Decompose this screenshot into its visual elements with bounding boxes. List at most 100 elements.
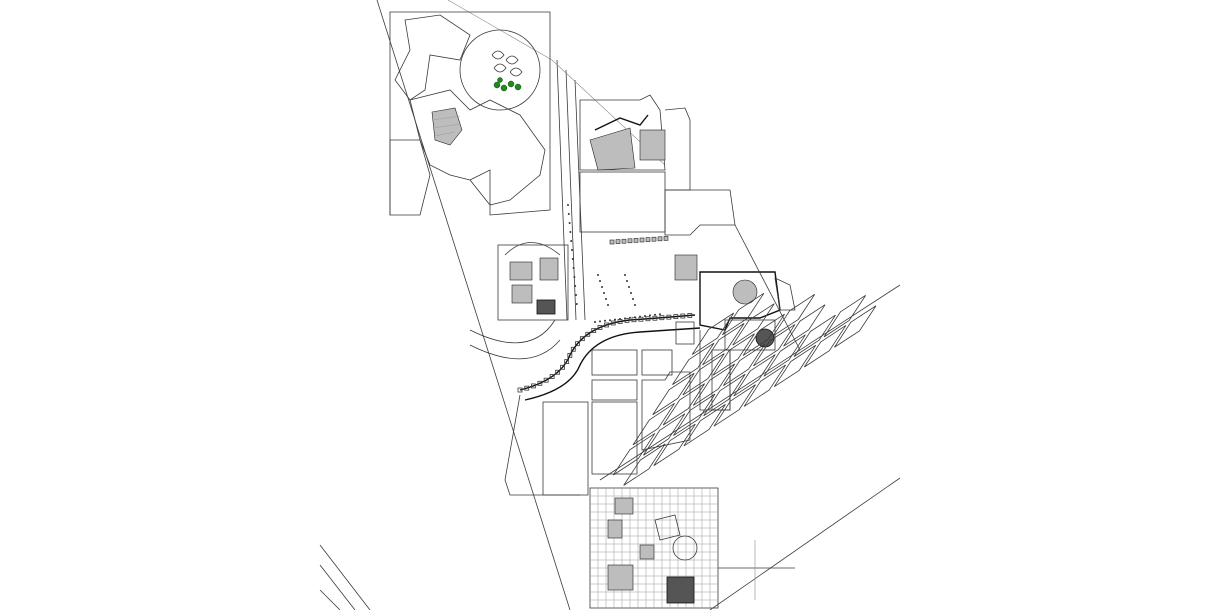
north-zone <box>389 11 551 216</box>
path-dot <box>605 298 607 300</box>
southwest-fragments <box>319 544 371 610</box>
street-block <box>691 312 735 355</box>
street-block <box>702 323 745 366</box>
street-block <box>743 364 786 407</box>
road-bead <box>567 352 573 358</box>
road-bead <box>659 315 665 321</box>
path-dot <box>599 280 601 282</box>
road-bead <box>645 316 651 322</box>
street-block <box>823 295 866 338</box>
road-bead <box>687 313 693 318</box>
road-bead <box>564 359 570 365</box>
path-bollard <box>633 238 639 243</box>
street-block <box>793 314 836 357</box>
path-dot <box>659 313 661 316</box>
street-block <box>623 443 666 486</box>
road-bead <box>631 317 637 323</box>
road-bead <box>524 385 530 391</box>
path-dot <box>601 286 603 288</box>
street-block <box>723 343 766 387</box>
path-dot <box>575 294 577 296</box>
dotted-paths <box>567 204 669 323</box>
street-block <box>763 334 806 377</box>
street-block <box>653 423 696 466</box>
road-bead <box>585 331 591 337</box>
street-block <box>682 353 725 396</box>
beaded-road <box>517 313 701 401</box>
path-dot <box>603 292 605 294</box>
path-dot <box>607 304 609 306</box>
path-dot <box>629 316 631 319</box>
grid-edge-street <box>599 284 901 481</box>
road-bead <box>624 317 630 323</box>
garden-pattern <box>491 50 523 77</box>
street-block <box>713 384 756 427</box>
tree-cluster <box>493 77 522 92</box>
street-block <box>732 303 775 346</box>
path-bollard <box>657 236 663 242</box>
road-bead <box>537 380 543 386</box>
road-bead <box>673 314 679 319</box>
path-dot <box>628 286 630 288</box>
path-dot <box>614 318 616 321</box>
diagonal-street-grid <box>599 284 901 610</box>
road-bead <box>591 328 597 333</box>
street-block <box>672 342 715 385</box>
path-dot <box>574 285 577 287</box>
road-bead <box>575 341 580 347</box>
path-dot <box>604 319 606 322</box>
south-blocks <box>504 321 731 496</box>
road-bead <box>604 322 609 328</box>
road-bead <box>610 320 616 326</box>
central-upper-block <box>579 94 691 233</box>
street-block <box>652 372 695 416</box>
path-bollard <box>609 239 615 245</box>
street-block <box>683 404 726 447</box>
road-bead <box>680 313 686 319</box>
path-dot <box>624 274 626 276</box>
street-block <box>712 333 755 376</box>
road-bead <box>543 377 549 383</box>
path-dot <box>626 280 628 282</box>
road-bead <box>517 387 523 393</box>
road-bead <box>579 336 585 342</box>
street-block <box>692 363 736 406</box>
west-central-complex <box>469 242 569 360</box>
street-block <box>643 413 686 456</box>
path-dot <box>630 292 632 294</box>
path-bollard <box>645 237 651 242</box>
path-dot <box>567 213 570 215</box>
street-block <box>834 305 877 348</box>
road-bead <box>652 315 658 321</box>
path-bollard <box>639 237 645 243</box>
street-block <box>662 383 705 426</box>
path-dot <box>570 240 573 242</box>
street-block <box>772 293 816 337</box>
path-dot <box>572 267 575 269</box>
road-bead <box>549 374 555 379</box>
path-dot <box>594 321 596 323</box>
street-block <box>783 304 826 347</box>
main-road <box>551 59 666 321</box>
path-dot <box>597 274 599 276</box>
street-block <box>753 324 796 367</box>
road-bead <box>597 325 603 330</box>
street-block <box>804 325 847 368</box>
path-dot <box>573 276 576 278</box>
path-dot <box>654 313 656 316</box>
path-dot <box>644 315 646 317</box>
plaza-buildings <box>607 497 795 604</box>
street-block <box>632 402 675 446</box>
grid-edge-street <box>709 477 901 610</box>
path-bollard <box>621 238 627 244</box>
path-dot <box>571 258 574 260</box>
east-civic-block <box>664 189 801 411</box>
street-block <box>612 433 656 476</box>
road-bead <box>530 383 536 389</box>
path-bollard <box>651 236 657 242</box>
path-dot <box>571 249 573 251</box>
street-block <box>733 354 776 397</box>
street-block <box>721 292 765 336</box>
path-dot <box>575 303 578 305</box>
